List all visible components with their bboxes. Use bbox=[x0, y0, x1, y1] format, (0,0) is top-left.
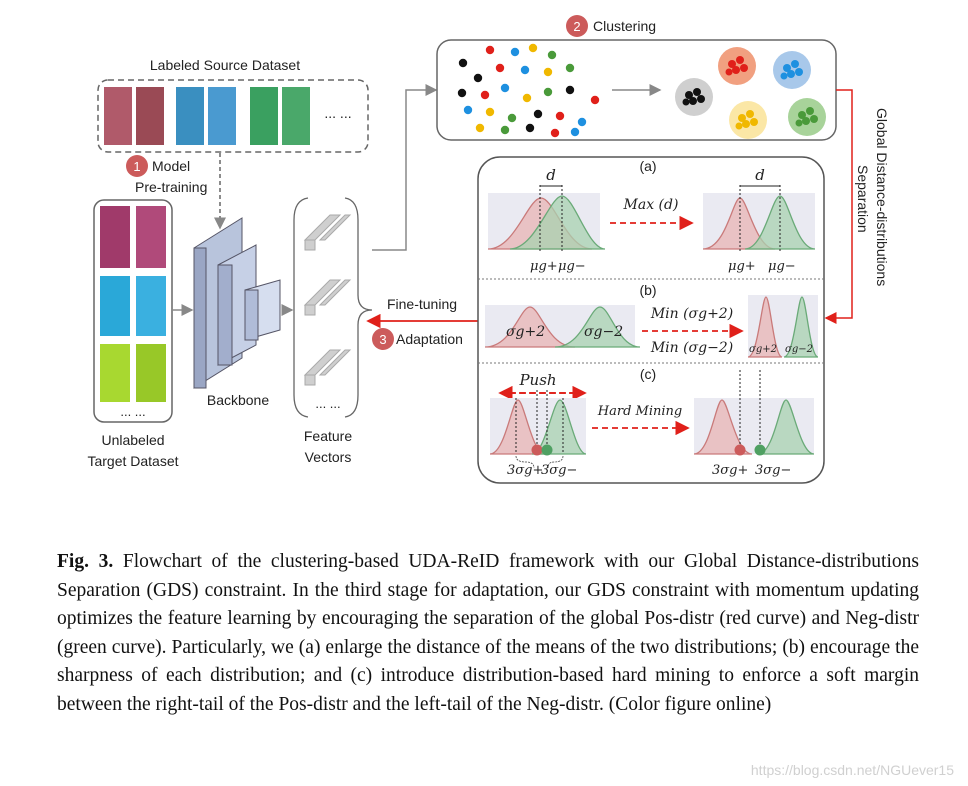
step2-number: 2 bbox=[573, 19, 580, 34]
a-mu-neg-right: μg− bbox=[768, 259, 796, 274]
scatter-point bbox=[463, 105, 473, 115]
c-three-sigma-pos-left: 3σg+ bbox=[507, 463, 543, 478]
features-to-clustering-arrow bbox=[372, 84, 438, 251]
step3-number: 3 bbox=[379, 332, 386, 347]
feature-dots: ... ... bbox=[315, 396, 340, 411]
figure-caption: Fig. 3. Flowchart of the clustering-base… bbox=[57, 548, 919, 719]
scatter-point bbox=[457, 88, 467, 98]
c-three-sigma-pos-right: 3σg+ bbox=[712, 463, 748, 478]
panel-a-label: (a) bbox=[639, 158, 656, 174]
scatter-point bbox=[525, 123, 535, 133]
scatter-point bbox=[507, 113, 517, 123]
panel-c-before bbox=[489, 390, 587, 469]
labeled-source-box bbox=[97, 79, 369, 153]
a-mu-neg-left: μg− bbox=[558, 259, 586, 274]
scatter-point bbox=[522, 93, 532, 103]
backbone-label: Backbone bbox=[207, 392, 269, 408]
scatter-point bbox=[528, 43, 538, 53]
scatter-point bbox=[480, 90, 490, 100]
unlabeled-target-box bbox=[93, 199, 173, 423]
caption-label: Fig. 3. bbox=[57, 551, 114, 572]
watermark: https://blog.csdn.net/NGUever15 bbox=[750, 762, 954, 778]
scatter-point bbox=[577, 117, 587, 127]
b-sigma-pos-right: σg+2 bbox=[749, 344, 777, 355]
step1-label-line1: Model bbox=[152, 158, 190, 174]
a-max-d: Max (d) bbox=[623, 197, 679, 213]
scatter-point bbox=[495, 63, 505, 73]
framework-diagram: Labeled Source Dataset ... ... 1 Model P… bbox=[87, 15, 890, 484]
b-sigma-neg-right: σg−2 bbox=[785, 344, 813, 355]
scatter-point bbox=[485, 107, 495, 117]
a-d-left: d bbox=[546, 166, 556, 184]
target-dots: ... ... bbox=[120, 404, 145, 419]
b-sigma-neg-left: σg−2 bbox=[584, 324, 623, 340]
a-mu-pos-right: μg+ bbox=[728, 259, 756, 274]
b-min-neg: Min (σg−2) bbox=[650, 340, 733, 356]
caption-text: Flowchart of the clustering-based UDA-Re… bbox=[57, 551, 919, 715]
scatter-point bbox=[510, 47, 520, 57]
scatter-point bbox=[500, 83, 510, 93]
c-push: Push bbox=[518, 371, 556, 389]
b-sigma-pos-left: σg+2 bbox=[506, 324, 545, 340]
finetuning-label: Fine-tuning bbox=[387, 296, 457, 312]
feature-right-brace bbox=[344, 197, 373, 418]
panel-b-before bbox=[484, 305, 641, 348]
feature-left-brace bbox=[293, 197, 309, 418]
c-three-sigma-neg-right: 3σg− bbox=[755, 463, 791, 478]
scatter-point bbox=[500, 125, 510, 135]
clusters bbox=[675, 47, 826, 139]
panel-c-after bbox=[693, 370, 815, 456]
feature-vector-icons bbox=[303, 214, 352, 386]
scatter-point bbox=[570, 127, 580, 137]
step2-label: Clustering bbox=[593, 18, 656, 34]
feature-label-line1: Feature bbox=[304, 428, 352, 444]
panel-c-label: (c) bbox=[640, 366, 656, 382]
feature-label-line2: Vectors bbox=[305, 449, 352, 465]
source-dots: ... ... bbox=[324, 105, 351, 121]
a-mu-pos-left: μg+ bbox=[530, 259, 558, 274]
panel-a-after bbox=[702, 185, 816, 253]
a-d-right: d bbox=[755, 166, 765, 184]
gds-label-line2: Separation bbox=[855, 165, 871, 233]
step2-badge bbox=[566, 15, 588, 37]
step3-label: Adaptation bbox=[396, 331, 463, 347]
unlabeled-label-line1: Unlabeled bbox=[101, 432, 164, 448]
source-person-images bbox=[104, 87, 310, 145]
step1-badge bbox=[126, 155, 148, 177]
scatter-point bbox=[543, 67, 553, 77]
scatter-point bbox=[475, 123, 485, 133]
scatter-point bbox=[458, 58, 468, 68]
gds-feedback-arrow bbox=[824, 89, 853, 324]
scatter-point bbox=[555, 111, 565, 121]
backbone-network bbox=[193, 217, 281, 389]
scatter-point bbox=[473, 73, 483, 83]
b-min-pos: Min (σg+2) bbox=[650, 306, 733, 322]
scatter-point bbox=[485, 45, 495, 55]
panel-a-before bbox=[487, 185, 606, 253]
scatter-point bbox=[550, 128, 560, 138]
step3-badge bbox=[372, 328, 394, 350]
scatter-point bbox=[565, 63, 575, 73]
unlabeled-label-line2: Target Dataset bbox=[87, 453, 178, 469]
panel-b-label: (b) bbox=[639, 282, 656, 298]
scatter-point bbox=[533, 109, 543, 119]
scatter-point bbox=[543, 87, 553, 97]
c-three-sigma-neg-left: 3σg− bbox=[541, 463, 577, 478]
gds-label-line1: Global Distance-distributions bbox=[874, 108, 890, 286]
c-hard-mining: Hard Mining bbox=[597, 404, 682, 419]
target-person-images bbox=[100, 206, 166, 402]
gds-panel bbox=[477, 156, 825, 484]
step1-label-line2: Pre-training bbox=[135, 179, 207, 195]
labeled-source-title: Labeled Source Dataset bbox=[150, 57, 300, 73]
scatter-point bbox=[565, 85, 575, 95]
scatter-point bbox=[520, 65, 530, 75]
scatter-point bbox=[590, 95, 600, 105]
step1-number: 1 bbox=[133, 159, 140, 174]
scatter-points bbox=[457, 43, 600, 138]
scatter-point bbox=[547, 50, 557, 60]
panel-b-after bbox=[747, 295, 819, 358]
